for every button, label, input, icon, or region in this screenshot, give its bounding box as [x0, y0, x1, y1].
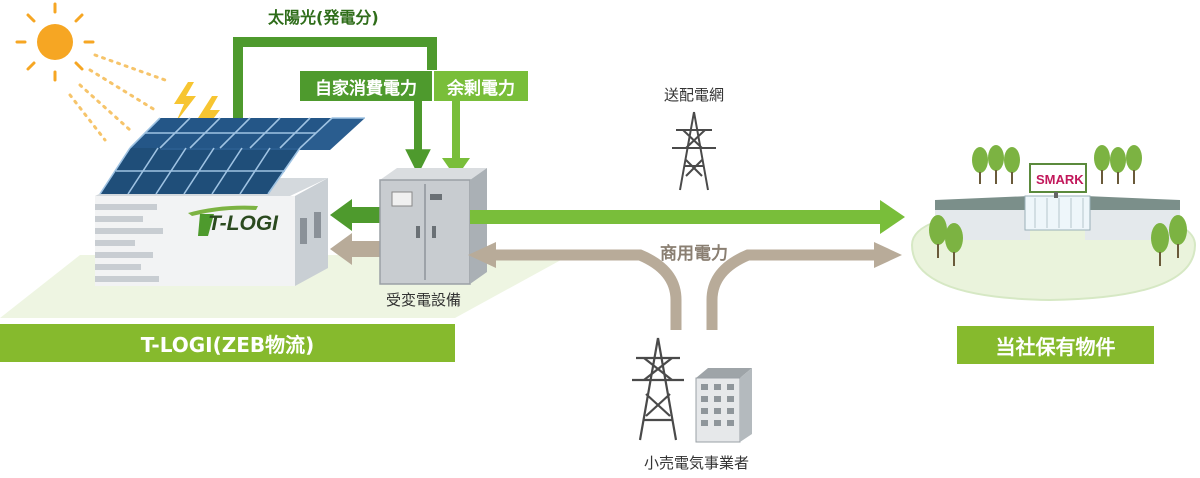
- tlogi-logo-text: T-LOGI: [208, 212, 278, 235]
- grid-tower-icon: [672, 111, 716, 191]
- surplus-export-arrow: [470, 200, 905, 234]
- sun-icon: [15, 2, 95, 82]
- tlogi-banner: T-LOGI(ZEB物流): [0, 324, 455, 362]
- commercial-power-label: 商用電力: [660, 244, 728, 264]
- solar-power-flow: [233, 37, 437, 120]
- owned-property-banner: 当社保有物件: [957, 326, 1154, 364]
- retailer-label: 小売電気事業者: [644, 454, 750, 472]
- solar-panels: [99, 117, 365, 195]
- retailer-building-icon: [695, 368, 752, 443]
- tlogi-logo: [188, 205, 258, 236]
- commercial-to-substation-arrow: [468, 242, 496, 268]
- trees: [929, 145, 1187, 266]
- substation-label: 受変電設備: [386, 291, 462, 309]
- sun-rays: [68, 53, 167, 142]
- grid-label: 送配電網: [664, 86, 725, 104]
- self-consumption-to-warehouse-arrow: [330, 199, 392, 231]
- retailer-tower-icon: [632, 337, 684, 441]
- lightning-icon: [174, 82, 220, 136]
- smark-sign-text: SMARK: [1036, 172, 1084, 187]
- commercial-power-flow: [490, 249, 878, 330]
- surplus-box: 余剰電力: [434, 71, 528, 101]
- solar-generation-label: 太陽光(発電分): [268, 8, 379, 27]
- commercial-to-owned-arrow: [874, 242, 902, 268]
- self-consumption-box: 自家消費電力: [300, 71, 432, 101]
- substation-cabinet: [379, 168, 487, 285]
- commercial-to-warehouse-arrow: [330, 233, 392, 265]
